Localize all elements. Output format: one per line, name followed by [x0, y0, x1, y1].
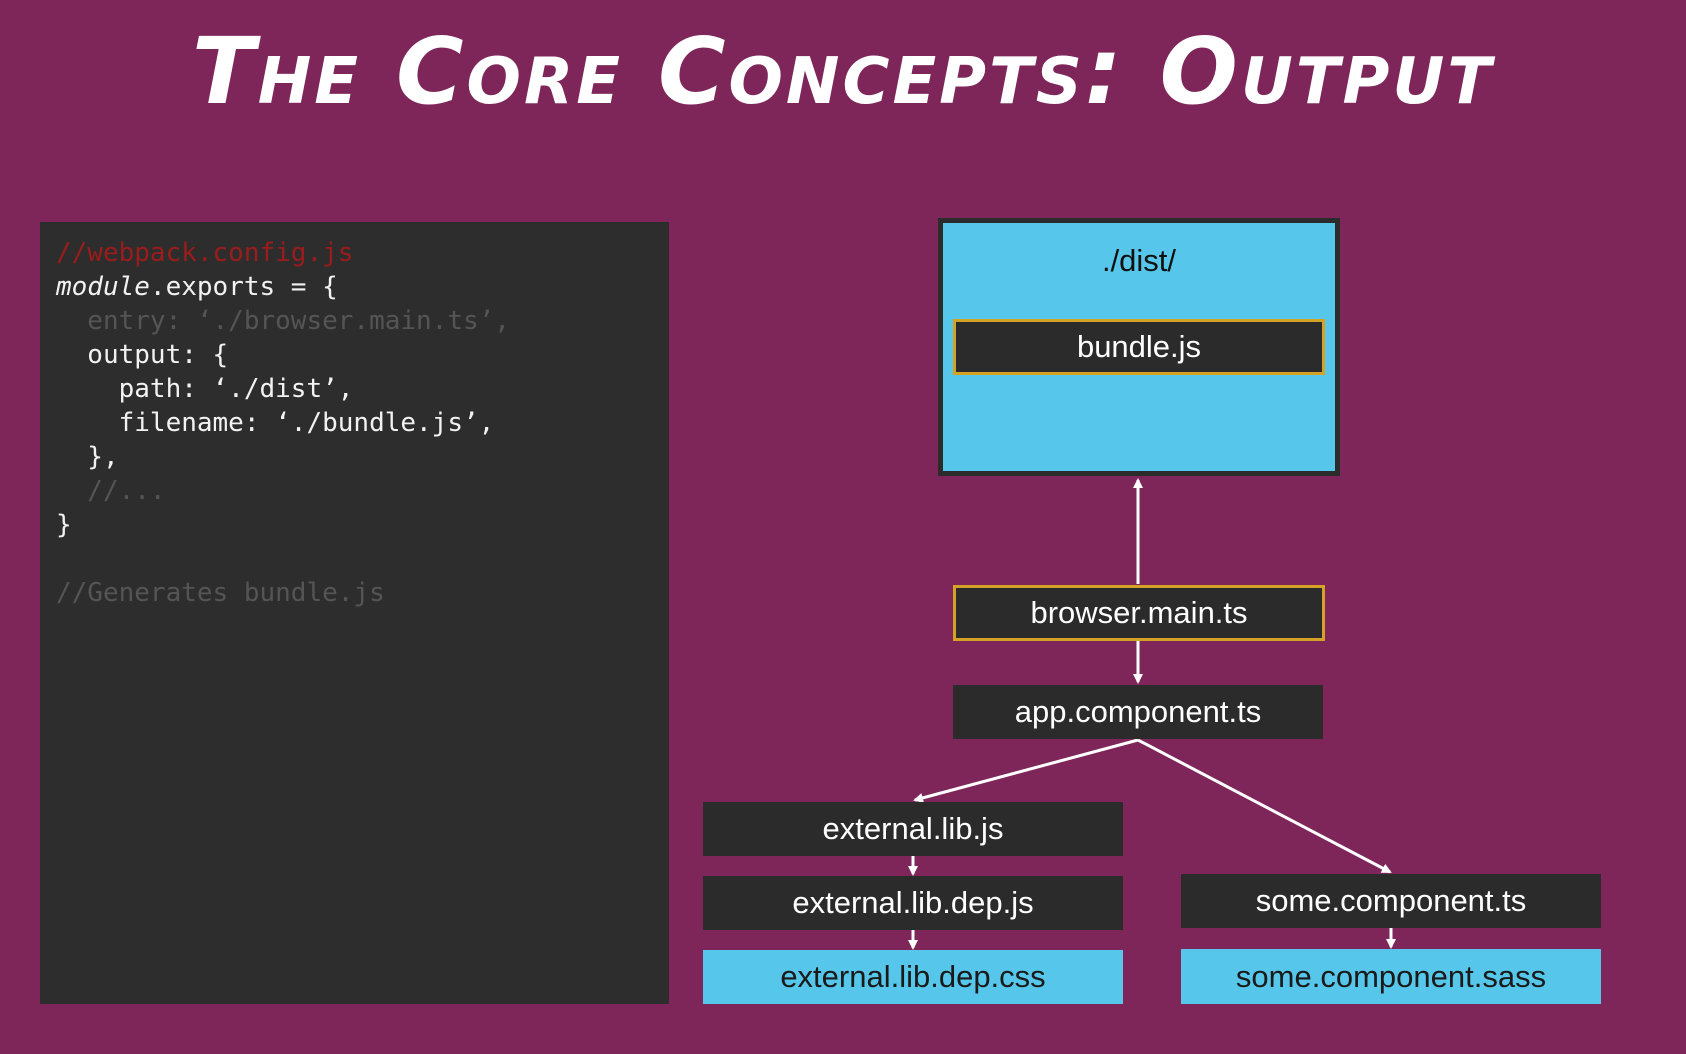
app-component-box: app.component.ts — [953, 685, 1323, 739]
some-component-box: some.component.ts — [1181, 874, 1601, 928]
code-line-path: path: ‘./dist’, — [56, 374, 354, 404]
dist-folder-label: ./dist/ — [1101, 243, 1177, 278]
slide-title: The Core Concepts: Output — [191, 18, 1495, 125]
code-line-output: output: { — [56, 340, 229, 370]
code-line-close-brace: } — [56, 510, 72, 540]
code-comment-generates: //Generates bundle.js — [56, 578, 385, 608]
external-lib-dep-box: external.lib.dep.js — [703, 876, 1123, 930]
bundle-js-box: bundle.js — [953, 319, 1325, 375]
browser-main-box: browser.main.ts — [953, 585, 1325, 641]
some-component-sass-box: some.component.sass — [1181, 949, 1601, 1004]
code-panel: //webpack.config.js module.exports = { e… — [40, 222, 669, 1004]
code-line-ellipsis-comment: //... — [56, 476, 166, 506]
code-comment-filename: //webpack.config.js — [56, 238, 354, 268]
arrow-app-to-external — [913, 738, 1139, 803]
external-lib-box: external.lib.js — [703, 802, 1123, 856]
code-line-module-exports: module.exports = { — [56, 270, 338, 304]
external-lib-dep-css-box: external.lib.dep.css — [703, 950, 1123, 1004]
arrow-app-to-some-component — [1137, 738, 1392, 874]
code-line-filename: filename: ‘./bundle.js’, — [56, 408, 495, 438]
code-exports-text: .exports = { — [149, 272, 338, 302]
code-line-entry: entry: ‘./browser.main.ts’, — [56, 306, 510, 336]
code-module-keyword: module — [56, 272, 150, 302]
code-line-close-output: }, — [56, 442, 119, 472]
